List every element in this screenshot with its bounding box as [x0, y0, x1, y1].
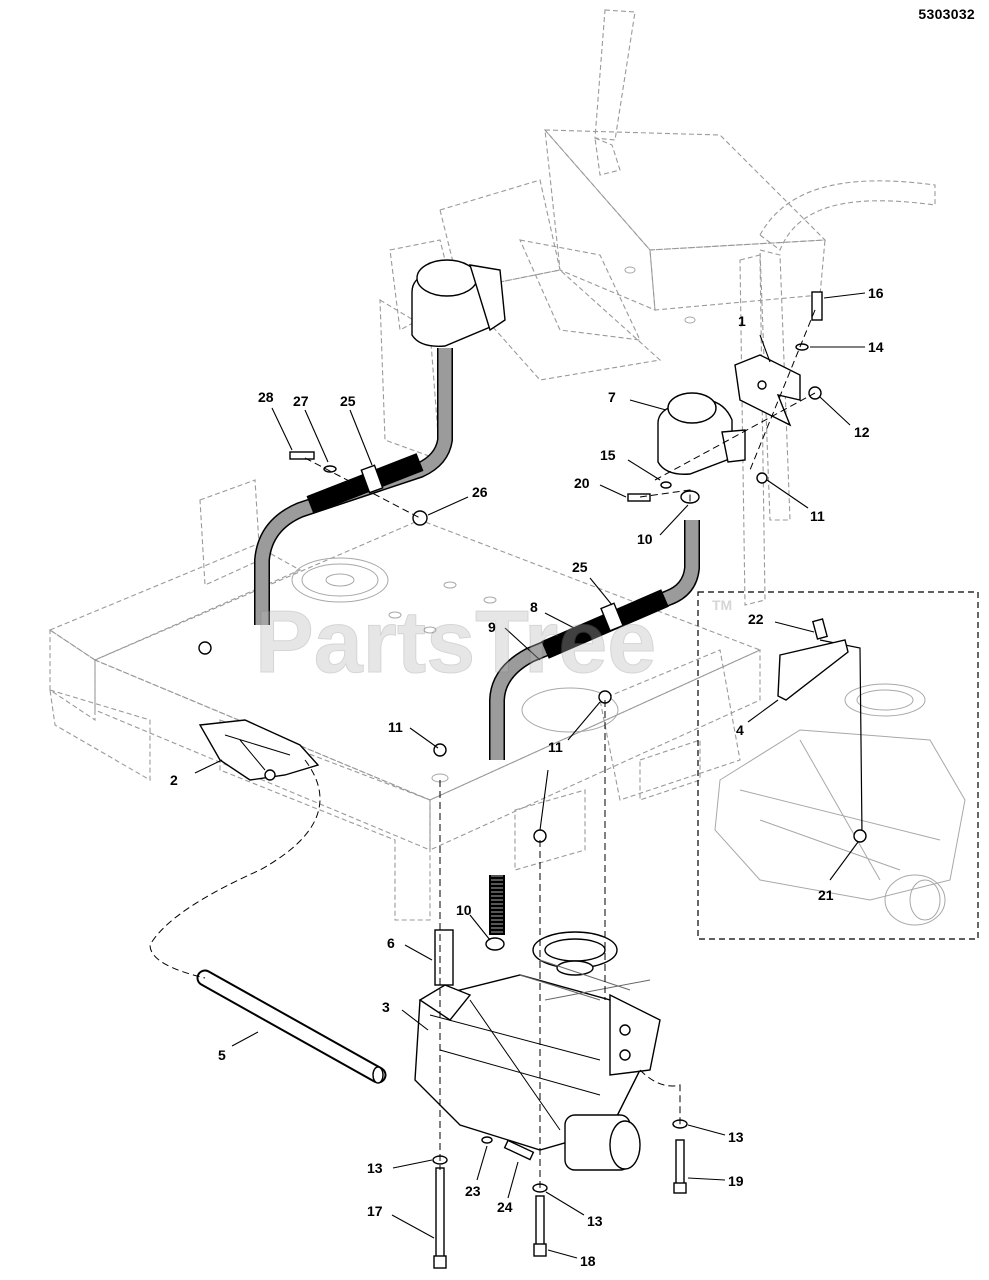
callout-18: 18 — [580, 1253, 596, 1269]
callout-3: 3 — [382, 999, 390, 1015]
callout-24: 24 — [497, 1199, 513, 1215]
transaxle-left — [198, 719, 320, 781]
callout-15: 15 — [600, 447, 616, 463]
leader-lines — [194, 292, 866, 1259]
callout-27: 27 — [293, 393, 309, 409]
drive-shaft — [196, 969, 387, 1084]
callout-11b: 11 — [548, 739, 563, 755]
callout-12: 12 — [854, 424, 870, 440]
callout-19: 19 — [728, 1173, 744, 1189]
callout-5: 5 — [218, 1047, 226, 1063]
callout-13c: 13 — [728, 1129, 744, 1145]
callout-1: 1 — [738, 313, 746, 329]
hose-left — [254, 348, 453, 625]
callout-11a: 11 — [388, 719, 403, 735]
mount-bracket — [734, 354, 801, 427]
callout-16: 16 — [868, 285, 884, 301]
callout-21: 21 — [818, 887, 834, 903]
callout-25b: 25 — [572, 559, 588, 575]
hose-right — [489, 520, 700, 935]
callout-26: 26 — [472, 484, 488, 500]
partstree-watermark: PartsTree TM — [255, 592, 733, 692]
inset-detail — [697, 591, 979, 940]
mower-frame-phantom — [48, 9, 936, 921]
watermark-text: PartsTree — [255, 592, 656, 691]
callout-7: 7 — [608, 389, 616, 405]
transaxle-right — [414, 931, 661, 1171]
callout-28: 28 — [258, 389, 274, 405]
callout-10a: 10 — [637, 531, 653, 547]
callout-labels: 1 2 3 4 5 6 7 8 9 10 10 11 11 11 12 13 1… — [170, 285, 884, 1269]
mount-bolts — [432, 1119, 688, 1269]
hardware — [198, 291, 823, 986]
callout-11c: 11 — [810, 508, 825, 524]
callout-4: 4 — [736, 722, 744, 738]
callout-6: 6 — [387, 935, 395, 951]
callout-13b: 13 — [587, 1213, 603, 1229]
callout-9: 9 — [488, 619, 496, 635]
reservoir-left — [411, 259, 506, 347]
watermark-tm: TM — [712, 597, 732, 613]
callout-2: 2 — [170, 772, 178, 788]
reservoir-right — [657, 392, 746, 475]
callout-22: 22 — [748, 611, 764, 627]
callout-23: 23 — [465, 1183, 481, 1199]
callout-8: 8 — [530, 599, 538, 615]
callout-13a: 13 — [367, 1160, 383, 1176]
callout-14: 14 — [868, 339, 884, 355]
assembly-lines — [149, 309, 816, 1190]
callout-25a: 25 — [340, 393, 356, 409]
callout-17: 17 — [367, 1203, 383, 1219]
diagram-code: 5303032 — [918, 6, 975, 22]
callout-10b: 10 — [456, 902, 472, 918]
callout-20: 20 — [574, 475, 590, 491]
